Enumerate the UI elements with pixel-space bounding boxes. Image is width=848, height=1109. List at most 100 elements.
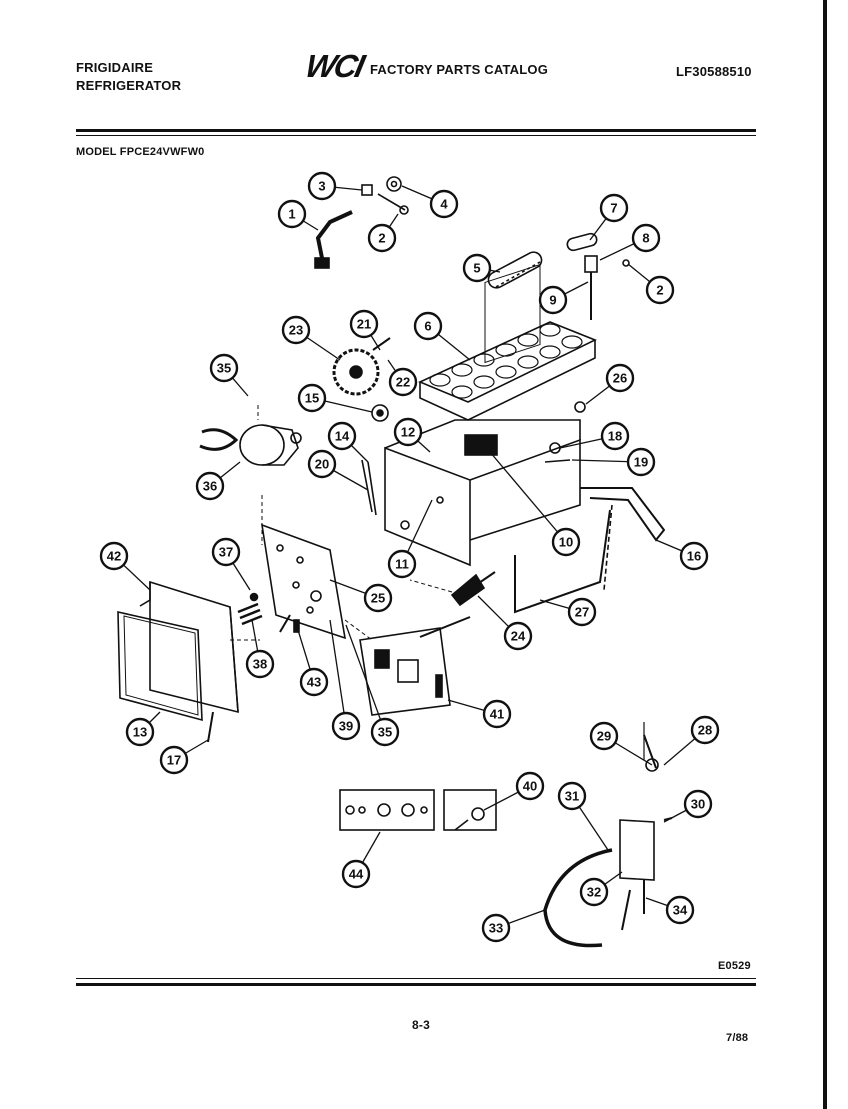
callout-number: 6 bbox=[424, 319, 431, 334]
callout-number: 11 bbox=[395, 557, 409, 572]
catalog-date: 7/88 bbox=[726, 1032, 749, 1044]
callout-number: 30 bbox=[691, 797, 705, 812]
callout-leader bbox=[329, 619, 347, 727]
callout-circle bbox=[363, 583, 393, 613]
callout-29: 29 bbox=[589, 721, 653, 766]
callout-circle bbox=[367, 223, 397, 253]
callout-number: 7 bbox=[610, 201, 617, 216]
callout-number: 37 bbox=[219, 545, 233, 560]
footer-rule-thick bbox=[76, 983, 756, 986]
callout-13: 13 bbox=[125, 711, 161, 747]
callout-43: 43 bbox=[297, 629, 329, 697]
callout-3: 3 bbox=[307, 171, 363, 201]
callout-circle bbox=[679, 541, 709, 571]
callout-2: 2 bbox=[627, 263, 675, 305]
callout-circle bbox=[605, 363, 635, 393]
callout-number: 35 bbox=[217, 361, 231, 376]
callout-number: 32 bbox=[587, 885, 601, 900]
callout-circle bbox=[631, 223, 661, 253]
callout-4: 4 bbox=[401, 185, 459, 219]
callout-number: 27 bbox=[575, 605, 589, 620]
page-edge-right bbox=[823, 0, 827, 1109]
callout-number: 22 bbox=[396, 375, 410, 390]
header-rule-thin bbox=[76, 135, 756, 136]
callout-number: 3 bbox=[318, 179, 325, 194]
callout-37: 37 bbox=[211, 537, 251, 591]
callout-33: 33 bbox=[481, 909, 546, 943]
callout-22: 22 bbox=[387, 359, 418, 397]
callout-number: 24 bbox=[511, 629, 526, 644]
callout-number: 2 bbox=[656, 283, 663, 298]
callout-26: 26 bbox=[585, 363, 635, 405]
callout-circle bbox=[665, 895, 695, 925]
callout-circle bbox=[413, 311, 443, 341]
callout-9: 9 bbox=[538, 281, 589, 315]
callout-circle bbox=[551, 527, 581, 557]
callout-number: 19 bbox=[634, 455, 648, 470]
callout-34: 34 bbox=[645, 895, 695, 925]
callout-number: 21 bbox=[357, 317, 371, 332]
callout-28: 28 bbox=[663, 715, 720, 766]
brand-name: FRIGIDAIRE bbox=[76, 60, 154, 75]
callout-circle bbox=[481, 913, 511, 943]
callout-number: 1 bbox=[288, 207, 295, 222]
callout-circle bbox=[281, 315, 311, 345]
callout-7: 7 bbox=[589, 193, 629, 241]
callout-circle bbox=[462, 253, 492, 283]
callout-circle bbox=[515, 771, 545, 801]
callout-circle bbox=[690, 715, 720, 745]
callout-circle bbox=[567, 597, 597, 627]
callout-number: 43 bbox=[307, 675, 321, 690]
callout-circle bbox=[341, 859, 371, 889]
callout-number: 2 bbox=[378, 231, 385, 246]
callout-circle bbox=[482, 699, 512, 729]
callout-39: 39 bbox=[329, 619, 361, 741]
callout-number: 34 bbox=[673, 903, 688, 918]
callout-number: 17 bbox=[167, 753, 181, 768]
callout-circle bbox=[388, 367, 418, 397]
callout-circle bbox=[429, 189, 459, 219]
callout-24: 24 bbox=[477, 595, 533, 651]
callout-circle bbox=[297, 383, 327, 413]
catalog-number: LF30588510 bbox=[676, 64, 752, 79]
callout-12: 12 bbox=[393, 417, 431, 453]
callout-23: 23 bbox=[281, 315, 341, 361]
callout-number: 15 bbox=[305, 391, 319, 406]
callout-number: 23 bbox=[289, 323, 303, 338]
callout-circle bbox=[159, 745, 189, 775]
callout-14: 14 bbox=[327, 421, 369, 463]
callout-leader bbox=[489, 451, 567, 543]
callout-number: 5 bbox=[473, 261, 480, 276]
catalog-title: FACTORY PARTS CATALOG bbox=[370, 62, 549, 77]
callout-17: 17 bbox=[159, 739, 209, 775]
callout-31: 31 bbox=[557, 781, 609, 851]
callout-number: 31 bbox=[565, 789, 579, 804]
callout-number: 26 bbox=[613, 371, 627, 386]
callout-circle bbox=[211, 537, 241, 567]
callout-circle bbox=[245, 649, 275, 679]
callout-number: 40 bbox=[523, 779, 537, 794]
callout-5: 5 bbox=[462, 253, 501, 283]
callout-circle bbox=[331, 711, 361, 741]
callout-36: 36 bbox=[195, 461, 241, 501]
callout-number: 38 bbox=[253, 657, 267, 672]
callout-1: 1 bbox=[277, 199, 319, 231]
callout-circle bbox=[209, 353, 239, 383]
callout-circle bbox=[538, 285, 568, 315]
page-number: 8-3 bbox=[412, 1018, 430, 1032]
callout-11: 11 bbox=[387, 499, 433, 579]
callout-number: 4 bbox=[440, 197, 448, 212]
callout-circle bbox=[557, 781, 587, 811]
callout-number: 10 bbox=[559, 535, 573, 550]
product-type: REFRIGERATOR bbox=[76, 78, 182, 93]
callout-number: 16 bbox=[687, 549, 701, 564]
callout-40: 40 bbox=[483, 771, 545, 811]
callout-42: 42 bbox=[99, 541, 151, 591]
callout-16: 16 bbox=[655, 539, 709, 571]
callout-circle bbox=[349, 309, 379, 339]
callout-44: 44 bbox=[341, 831, 381, 889]
part-drawings bbox=[117, 176, 673, 948]
diagram-code: E0529 bbox=[718, 960, 751, 972]
